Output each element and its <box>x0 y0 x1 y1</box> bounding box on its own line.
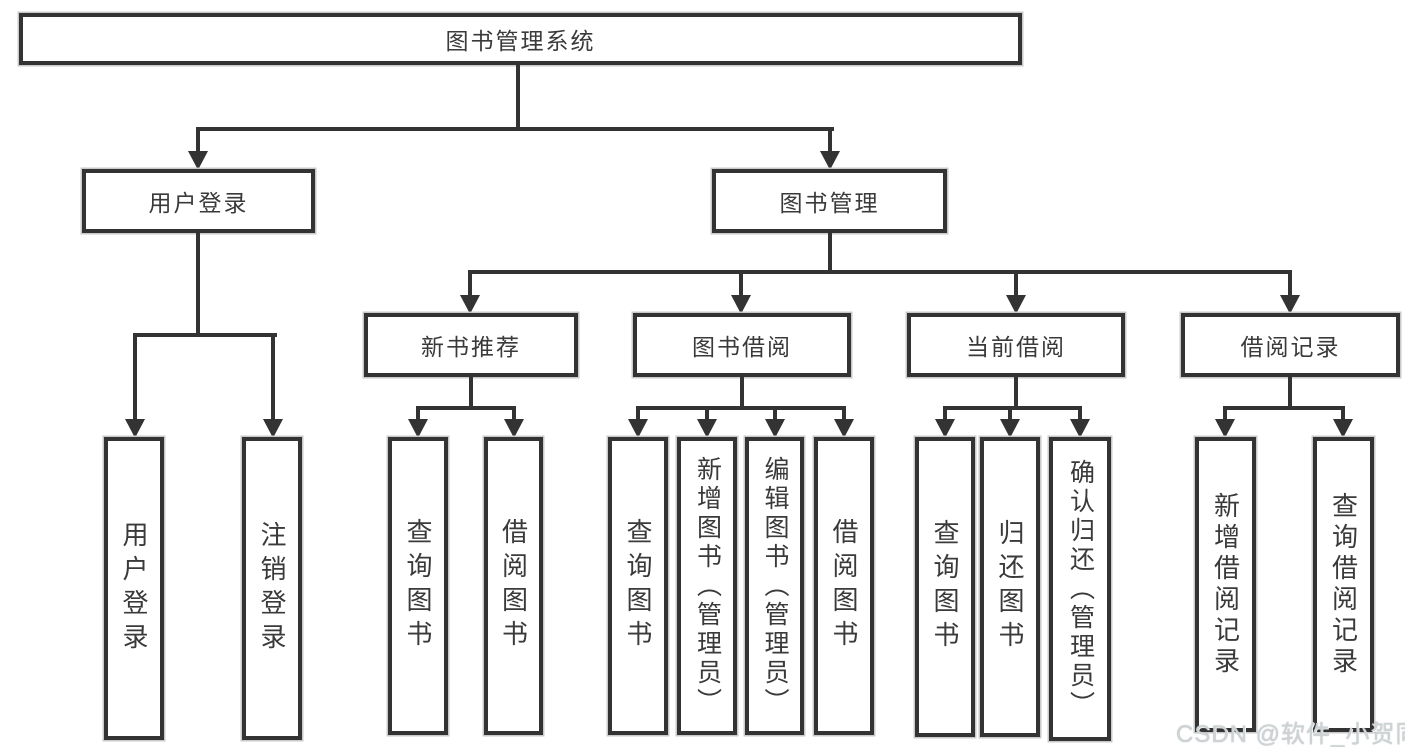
leaf-logout: 注销登录 <box>242 437 302 740</box>
leaf-bb-edit-books-admin: 编辑图书（管理员） <box>745 437 804 735</box>
csdn-watermark: CSDN @软件_小贺同学 <box>1176 721 1405 747</box>
connector-new-book-stem <box>468 274 472 297</box>
arrowhead-user-login-icon <box>188 151 208 170</box>
leaf-cb-query-books-label: 查询图书 <box>930 519 960 655</box>
leaf-br-add-record-label: 新增借阅记录 <box>1210 491 1241 678</box>
node-book-management-label: 图书管理 <box>779 190 880 216</box>
leaf-bb-edit-books-admin-label: 编辑图书（管理员） <box>761 455 789 717</box>
arrowhead-cb-c2-icon <box>1000 419 1020 438</box>
connector-leaf-logout-stem <box>271 337 275 421</box>
arrowhead-bb-c3-icon <box>765 419 785 438</box>
node-book-borrow-label: 图书借阅 <box>692 334 792 360</box>
arrowhead-new-book-icon <box>460 295 480 314</box>
arrowhead-nbr-c1-icon <box>408 419 428 438</box>
connector-cb-c1-stem <box>943 410 947 422</box>
connector-level3-hline <box>468 270 1292 274</box>
connector-bb-c1-stem <box>636 410 640 422</box>
leaf-cb-return-books: 归还图书 <box>980 437 1040 737</box>
leaf-br-add-record: 新增借阅记录 <box>1195 437 1256 732</box>
leaf-br-query-record: 查询借阅记录 <box>1313 437 1374 732</box>
connector-br-c1-stem <box>1223 410 1227 422</box>
leaf-logout-label: 注销登录 <box>257 520 287 657</box>
node-root: 图书管理系统 <box>19 13 1022 65</box>
connector-cb-down <box>1014 377 1018 410</box>
leaf-bb-query-books: 查询图书 <box>608 437 668 735</box>
connector-br-down <box>1288 377 1292 410</box>
connector-bb-c4-stem <box>842 410 846 422</box>
leaf-nbr-borrow-books: 借阅图书 <box>484 437 543 735</box>
leaf-bb-add-books-admin: 新增图书（管理员） <box>677 437 737 735</box>
leaf-bb-add-books-admin-label: 新增图书（管理员） <box>693 455 722 717</box>
connector-cb-c2-stem <box>1008 410 1012 422</box>
node-borrow-records-label: 借阅记录 <box>1240 334 1341 360</box>
arrowhead-current-icon <box>1006 295 1026 314</box>
connector-user-login-stem <box>196 131 200 153</box>
leaf-user-login-label: 用户登录 <box>119 520 149 657</box>
leaf-cb-confirm-return-admin-label: 确认归还（管理员） <box>1066 458 1095 720</box>
node-user-login: 用户登录 <box>82 169 315 233</box>
leaf-nbr-borrow-books-label: 借阅图书 <box>498 518 529 654</box>
connector-records-stem <box>1288 274 1292 297</box>
arrowhead-cb-c1-icon <box>935 419 955 438</box>
leaf-nbr-query-books-label: 查询图书 <box>403 518 433 654</box>
arrowhead-cb-c3-icon <box>1070 419 1090 438</box>
connector-book-mgmt-stem <box>828 131 832 153</box>
leaf-br-query-record-label: 查询借阅记录 <box>1328 491 1359 678</box>
connector-leaf-login-stem <box>133 337 137 421</box>
connector-cb-c3-stem <box>1078 410 1082 422</box>
arrowhead-leaf-login-icon <box>125 419 145 438</box>
connector-current-stem <box>1014 274 1018 297</box>
connector-br-hline <box>1223 406 1345 410</box>
leaf-cb-return-books-label: 归还图书 <box>995 519 1025 655</box>
arrowhead-bb-c1-icon <box>628 419 648 438</box>
connector-nbr-hline <box>416 406 516 410</box>
leaf-user-login: 用户登录 <box>104 437 164 740</box>
connector-bb-hline <box>636 406 846 410</box>
connector-bb-down <box>740 377 744 410</box>
leaf-cb-confirm-return-admin: 确认归还（管理员） <box>1049 437 1111 741</box>
node-borrow-records: 借阅记录 <box>1181 313 1400 377</box>
connector-bb-c3-stem <box>773 410 777 422</box>
connector-root-stem <box>516 65 520 131</box>
node-user-login-label: 用户登录 <box>148 190 249 216</box>
leaf-cb-query-books: 查询图书 <box>915 437 975 737</box>
connector-book-mgmt-down <box>828 233 832 274</box>
arrowhead-bb-c4-icon <box>834 419 854 438</box>
connector-nbr-c2-stem <box>512 410 516 422</box>
node-root-label: 图书管理系统 <box>445 28 596 54</box>
connector-borrow-stem <box>739 274 743 297</box>
connector-br-c2-stem <box>1341 410 1345 422</box>
arrowhead-bb-c2-icon <box>697 419 717 438</box>
arrowhead-br-c2-icon <box>1333 419 1353 438</box>
arrowhead-leaf-logout-icon <box>263 419 283 438</box>
arrowhead-borrow-icon <box>731 295 751 314</box>
connector-bb-c2-stem <box>705 410 709 422</box>
leaf-bb-query-books-label: 查询图书 <box>623 518 653 654</box>
arrowhead-nbr-c2-icon <box>504 419 524 438</box>
node-current-borrow: 当前借阅 <box>907 313 1125 377</box>
connector-nbr-down <box>469 377 473 410</box>
node-current-borrow-label: 当前借阅 <box>966 334 1066 360</box>
node-new-book-recommend: 新书推荐 <box>364 313 578 377</box>
arrowhead-br-c1-icon <box>1215 419 1235 438</box>
node-new-book-recommend-label: 新书推荐 <box>421 334 521 360</box>
arrowhead-records-icon <box>1280 295 1300 314</box>
connector-user-login-hline <box>133 333 277 337</box>
connector-level2-hline <box>196 127 834 131</box>
node-book-management: 图书管理 <box>712 169 947 233</box>
connector-cb-hline <box>943 406 1082 410</box>
node-book-borrow: 图书借阅 <box>633 313 851 377</box>
leaf-bb-borrow-books-label: 借阅图书 <box>829 518 859 654</box>
leaf-nbr-query-books: 查询图书 <box>388 437 448 735</box>
connector-nbr-c1-stem <box>416 410 420 422</box>
leaf-bb-borrow-books: 借阅图书 <box>814 437 874 735</box>
connector-user-login-down <box>196 233 200 337</box>
arrowhead-book-mgmt-icon <box>820 151 840 170</box>
